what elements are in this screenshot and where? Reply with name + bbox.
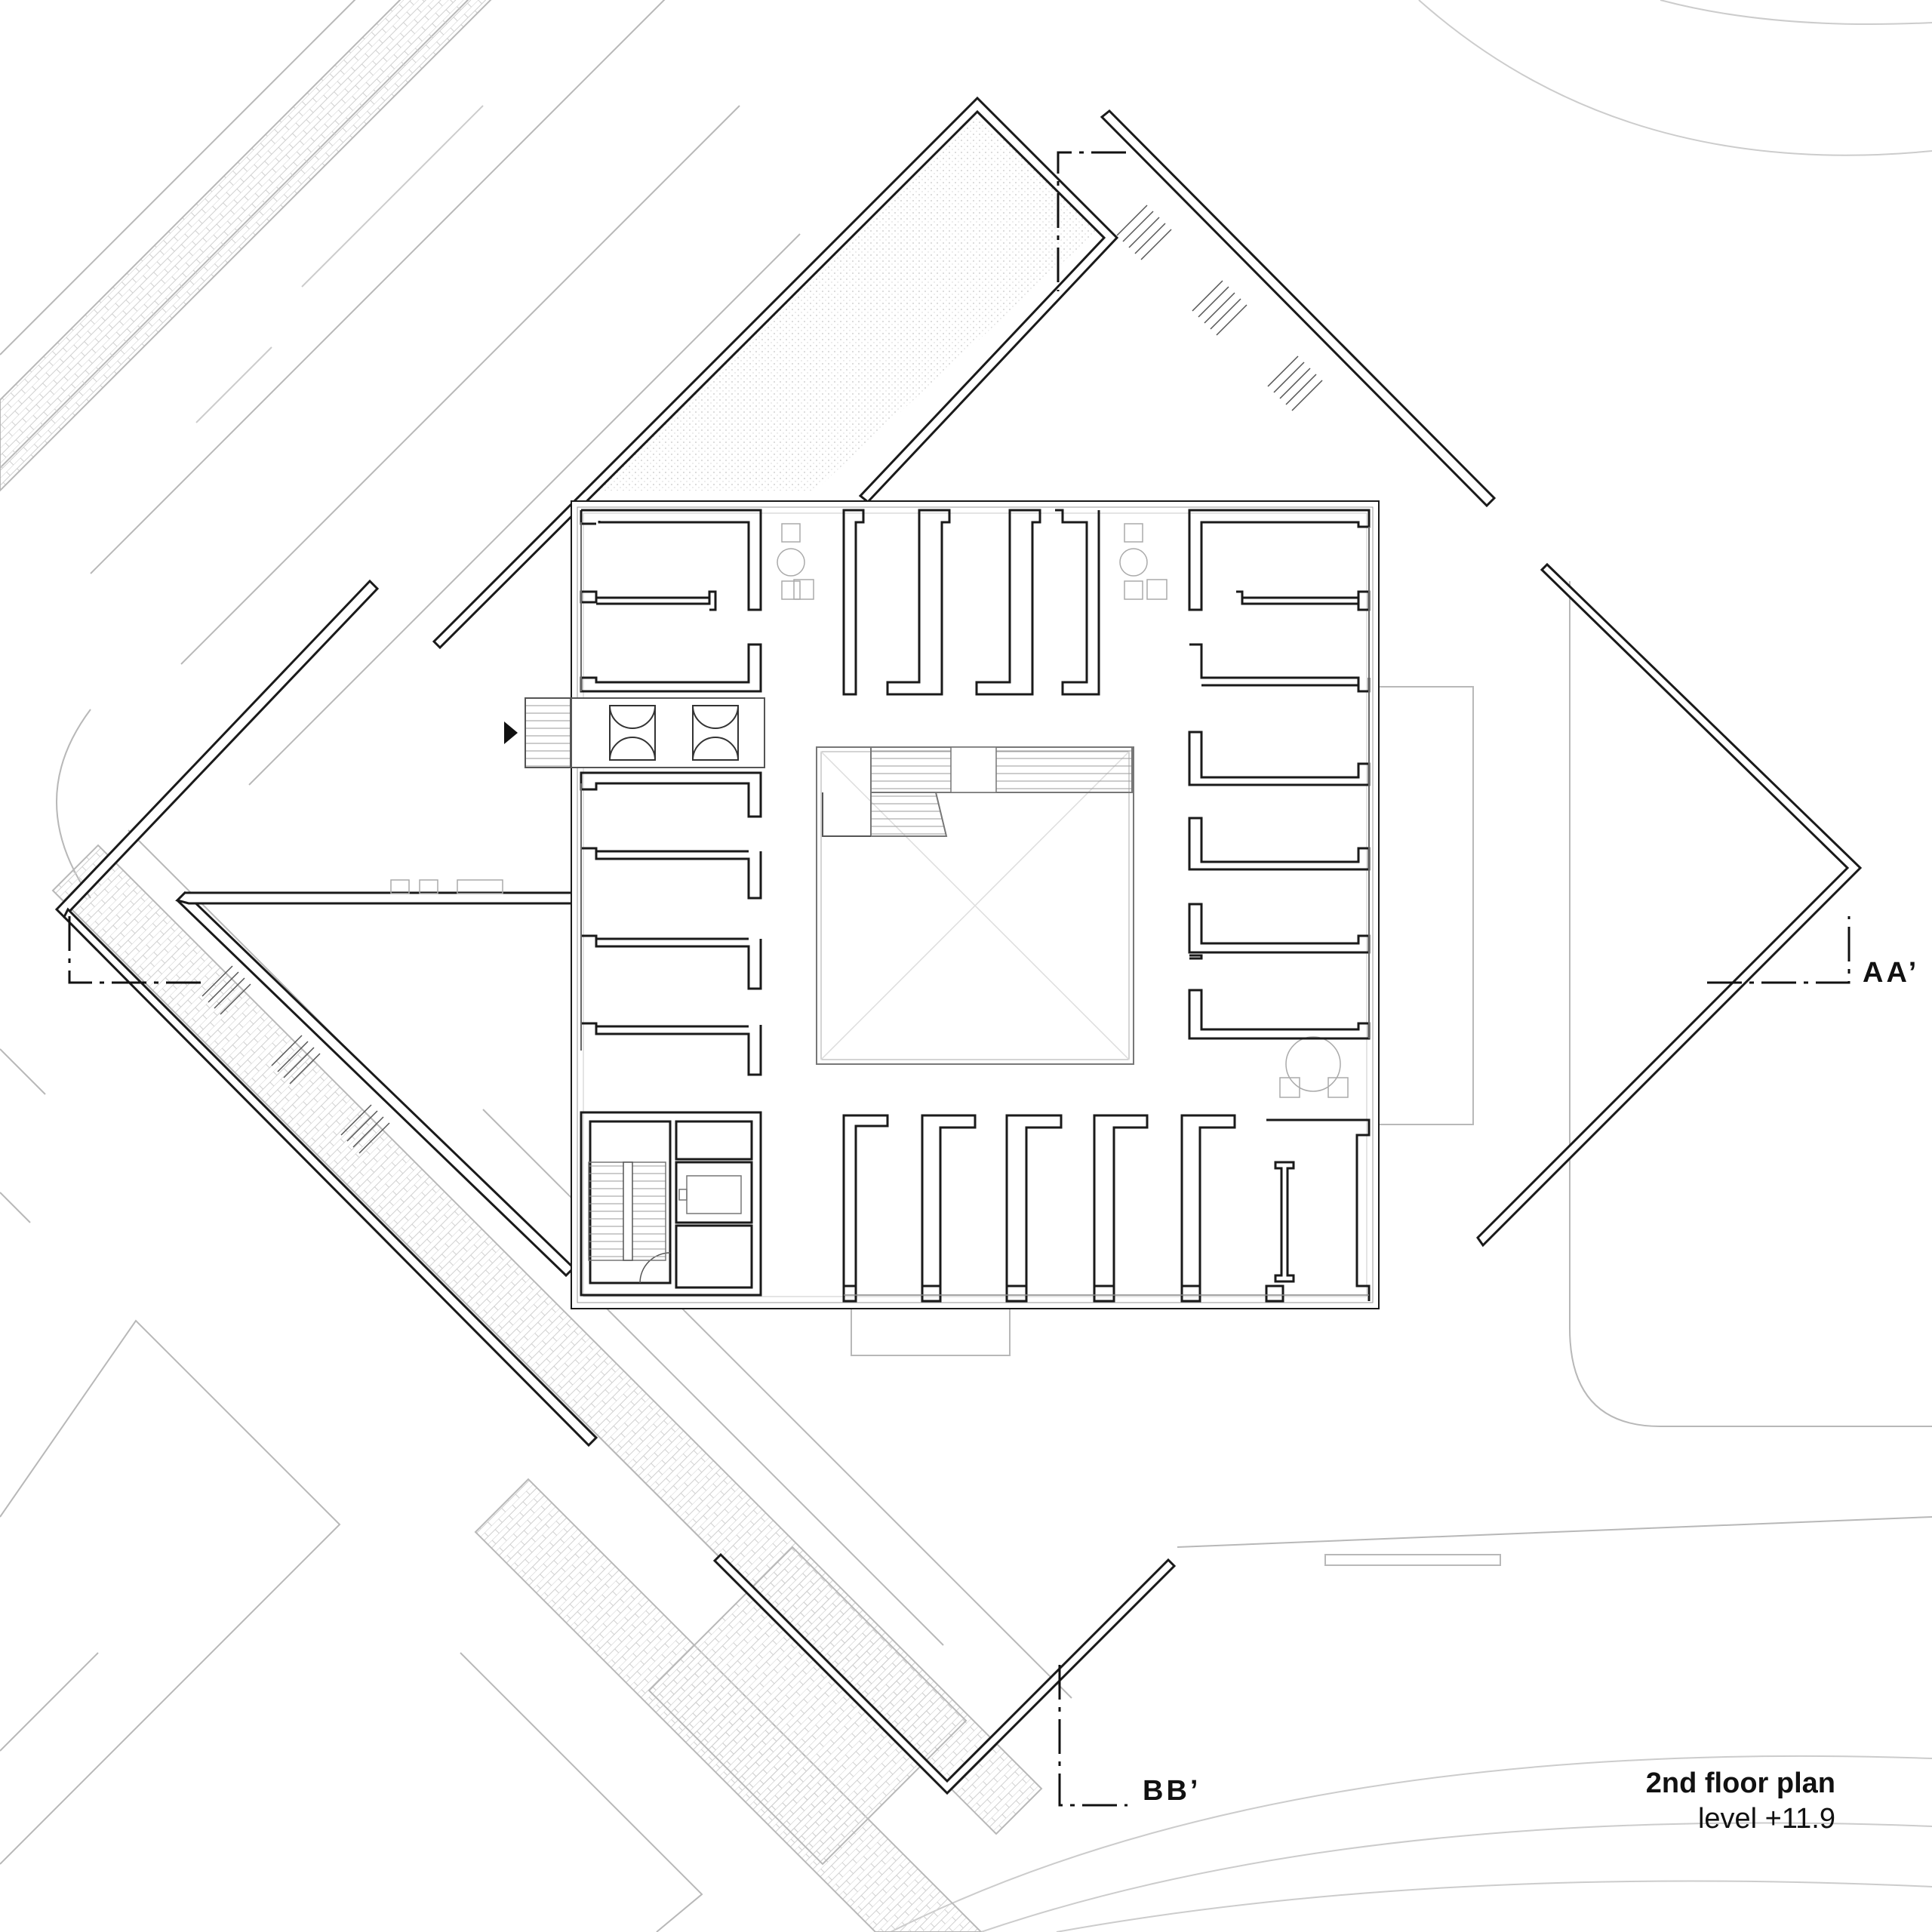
plan-title: 2nd floor plan [1645,1767,1835,1799]
entrance-bridge [525,697,765,768]
plan-level: level +11.9 [1697,1803,1835,1835]
core-stair [588,1161,666,1261]
paving-strips [0,0,1043,1932]
lounge-furniture [390,523,1349,1098]
central-courtyard [816,746,1134,1065]
elevator [678,1175,742,1214]
section-label-aa: AA’ [1863,957,1920,989]
diagonal-steps [202,205,1323,1154]
section-lines [68,151,1850,1807]
site-walls [54,96,1863,1795]
landscape-planting [596,113,1102,491]
section-label-bb: BB’ [1143,1775,1201,1807]
title-block: 2nd floor plan level +11.9 [1646,1766,1835,1837]
entrance-arrow [504,721,518,744]
